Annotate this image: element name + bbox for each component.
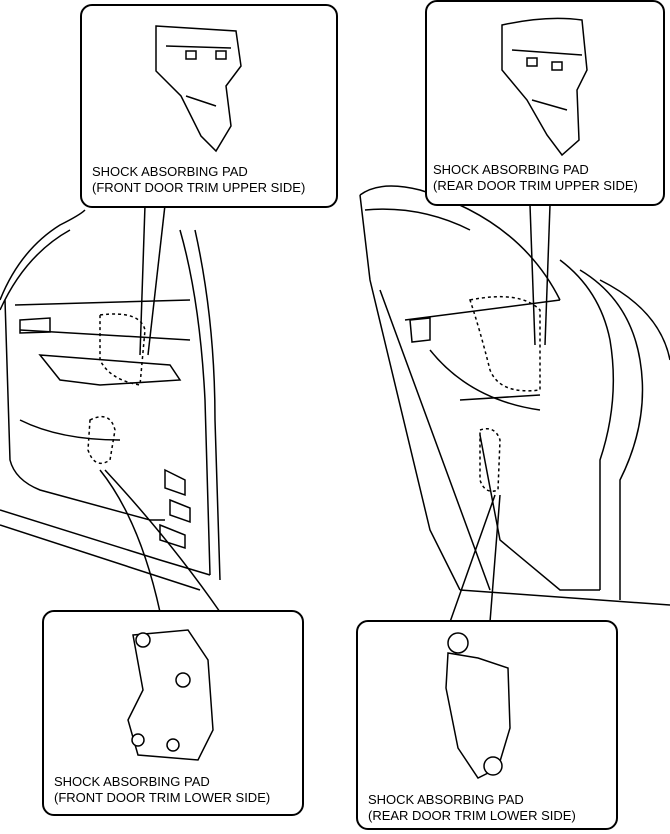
front-upper-pad-part: [155, 25, 242, 153]
callout-rear-lower: SHOCK ABSORBING PAD (REAR DOOR TRIM LOWE…: [356, 620, 618, 830]
rear-upper-pad-outline: [469, 295, 541, 392]
callout-title: SHOCK ABSORBING PAD: [54, 774, 210, 789]
rear-upper-pad-part: [501, 17, 588, 157]
callout-title: SHOCK ABSORBING PAD: [92, 164, 248, 179]
callout-title: SHOCK ABSORBING PAD: [433, 162, 589, 177]
callout-title: SHOCK ABSORBING PAD: [368, 792, 524, 807]
front-lower-pad-outline: [87, 415, 116, 465]
rear-lower-pad-part: [445, 632, 511, 779]
callout-front-upper: SHOCK ABSORBING PAD (FRONT DOOR TRIM UPP…: [80, 4, 338, 208]
callout-location: (FRONT DOOR TRIM UPPER SIDE): [92, 180, 306, 195]
front-door-drawing: [0, 209, 221, 591]
callout-front-lower: SHOCK ABSORBING PAD (FRONT DOOR TRIM LOW…: [42, 610, 304, 816]
front-upper-pad-outline: [99, 313, 146, 386]
callout-rear-upper: SHOCK ABSORBING PAD (REAR DOOR TRIM UPPE…: [425, 0, 665, 206]
callout-location: (REAR DOOR TRIM LOWER SIDE): [368, 808, 576, 823]
callout-location: (FRONT DOOR TRIM LOWER SIDE): [54, 790, 271, 805]
callout-location: (REAR DOOR TRIM UPPER SIDE): [433, 178, 638, 193]
rear-lower-pad-outline: [479, 428, 501, 492]
rear-door-drawing: [359, 185, 670, 606]
front-lower-pad-part: [127, 629, 214, 761]
